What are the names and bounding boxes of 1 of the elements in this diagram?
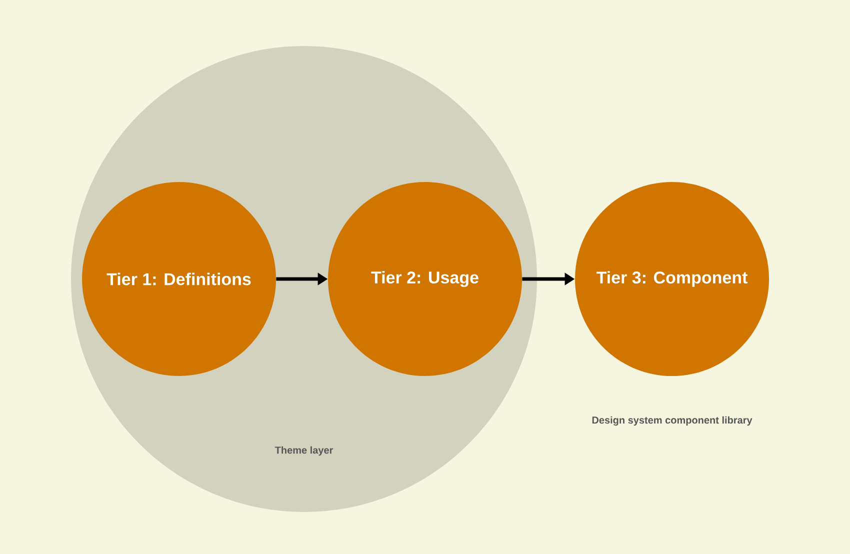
caption-text: Design system component library [592, 416, 752, 426]
